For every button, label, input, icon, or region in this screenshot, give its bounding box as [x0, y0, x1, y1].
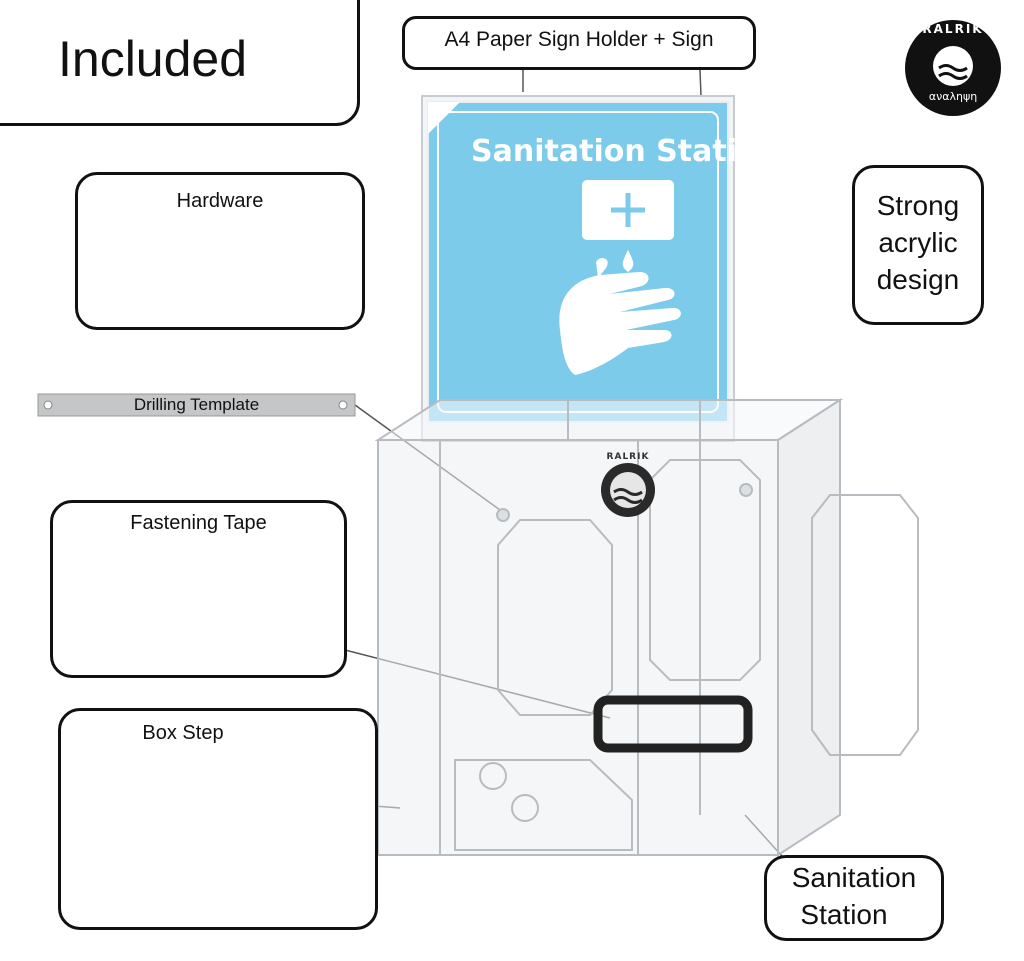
station-logo	[601, 463, 655, 517]
station-line-1: Sanitation	[791, 862, 917, 893]
brand-subtitle: αναληψη	[928, 90, 978, 103]
strap	[593, 695, 753, 753]
sanitation-station-box	[764, 855, 944, 941]
drop-icon	[622, 250, 634, 272]
sign-holder-callout	[402, 16, 756, 70]
hardware-label: Hardware	[176, 190, 264, 212]
station-line-2: Station	[800, 899, 888, 930]
page-title: Included	[58, 31, 248, 87]
sign-holder	[421, 95, 735, 442]
fastening-tape-box	[50, 500, 347, 678]
drilling-template-label: Drilling Template	[133, 395, 260, 414]
hand-icon	[559, 258, 681, 375]
acrylic-station	[374, 398, 919, 857]
box-step-box	[58, 708, 378, 930]
drilling-template-bar	[37, 393, 356, 417]
strong-line-3: design	[876, 264, 960, 295]
strong-acrylic-box	[852, 165, 984, 325]
fastening-tape-label: Fastening Tape	[130, 512, 267, 534]
box-step-label: Box Step	[142, 722, 224, 744]
strong-line-1: Strong	[876, 190, 960, 221]
brand-logo	[905, 20, 1001, 116]
title-box	[0, 0, 360, 126]
hardware-box	[75, 172, 365, 330]
product-logo-text: RALRIK	[606, 452, 650, 462]
sign-title: Sanitation Station	[471, 134, 779, 169]
strong-line-2: acrylic	[878, 227, 958, 258]
sign-holder-label: A4 Paper Sign Holder + Sign	[444, 28, 714, 51]
brand-name: RALRIK	[922, 22, 984, 36]
